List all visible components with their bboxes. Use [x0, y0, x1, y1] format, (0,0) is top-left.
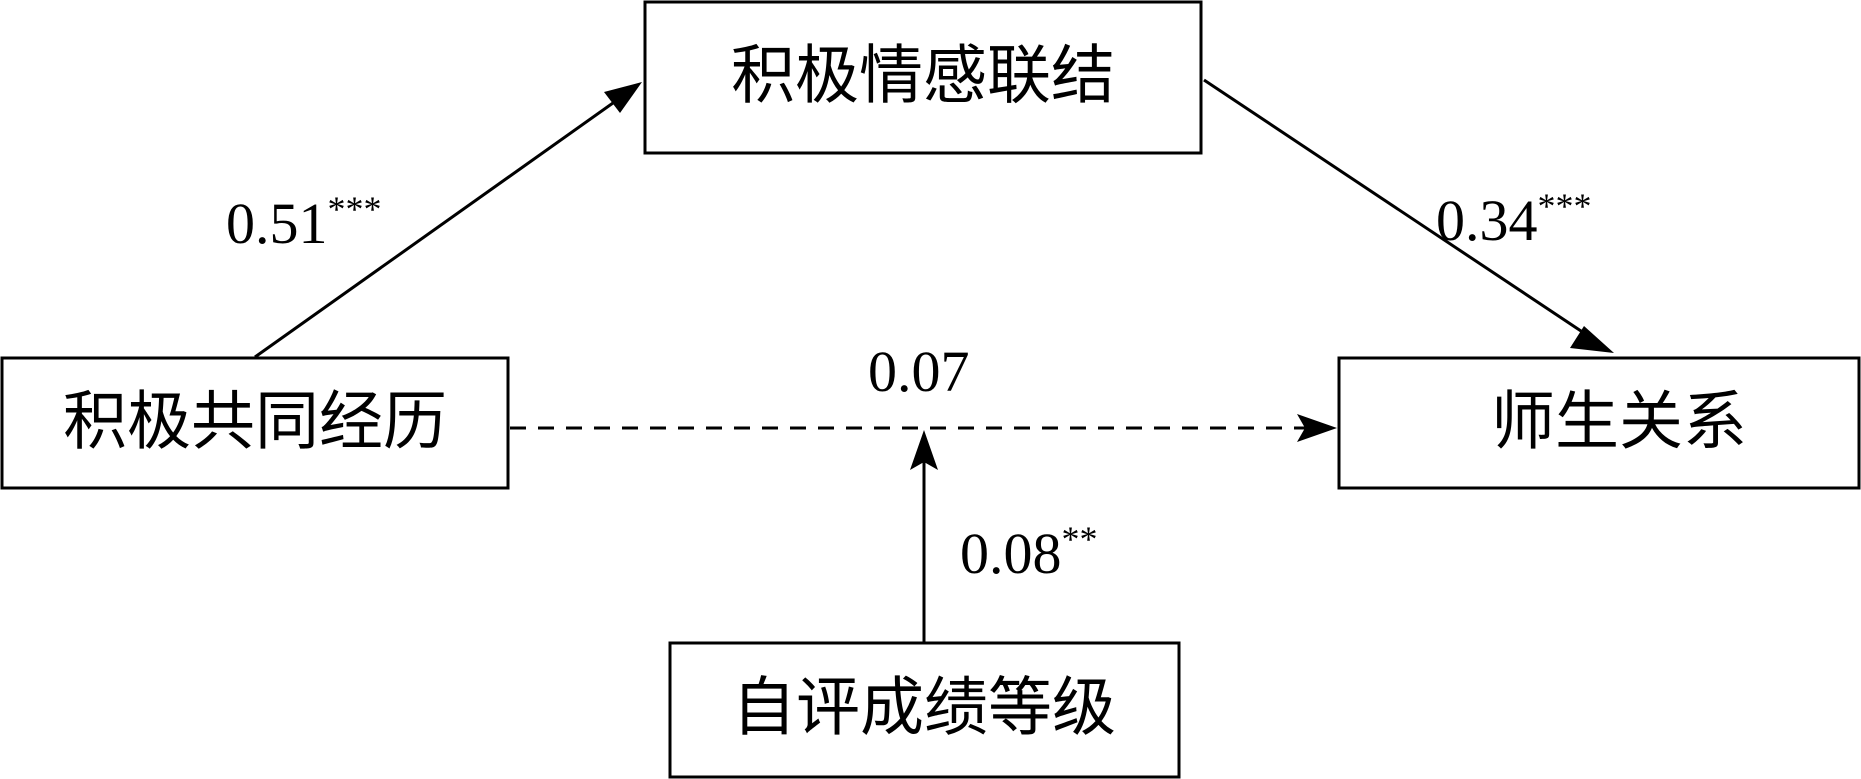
moderation-significance: ** — [1062, 519, 1098, 559]
path-c-prime — [510, 414, 1337, 442]
outcome-box — [1337, 356, 1861, 490]
path-b-arrowhead — [1570, 326, 1614, 353]
path-b-significance: *** — [1538, 186, 1592, 226]
moderation-arrowhead — [910, 430, 938, 470]
moderator-label: 自评成绩等级 — [732, 672, 1116, 746]
path-b-coefficient: 0.34*** — [1436, 186, 1592, 253]
moderator-node: 自评成绩等级 — [668, 641, 1181, 779]
mediator-label: 积极情感联结 — [731, 40, 1115, 114]
moderator-box — [668, 641, 1181, 779]
mediator-node: 积极情感联结 — [643, 0, 1203, 155]
path-a-line — [254, 96, 621, 359]
path-a-value: 0.51 — [226, 191, 328, 256]
path-b-line — [1203, 78, 1594, 341]
moderation-value: 0.08 — [960, 521, 1062, 586]
predictor-label: 积极共同经历 — [63, 386, 447, 460]
predictor-box — [0, 356, 510, 490]
path-a-arrowhead — [604, 82, 642, 113]
mediator-box — [643, 0, 1203, 155]
path-a — [254, 82, 642, 359]
path-c-prime-arrowhead — [1297, 414, 1337, 442]
path-b — [1203, 78, 1614, 353]
path-c-prime-coefficient: 0.07 — [868, 339, 970, 404]
outcome-label: 师生关系 — [1491, 386, 1747, 460]
predictor-node: 积极共同经历 — [0, 356, 510, 490]
path-b-value: 0.34 — [1436, 188, 1538, 253]
path-a-significance: *** — [328, 189, 382, 229]
outcome-node: 师生关系 — [1337, 356, 1861, 490]
moderation-path — [910, 430, 938, 642]
path-a-coefficient: 0.51*** — [226, 189, 382, 256]
moderation-coefficient: 0.08** — [960, 519, 1098, 586]
